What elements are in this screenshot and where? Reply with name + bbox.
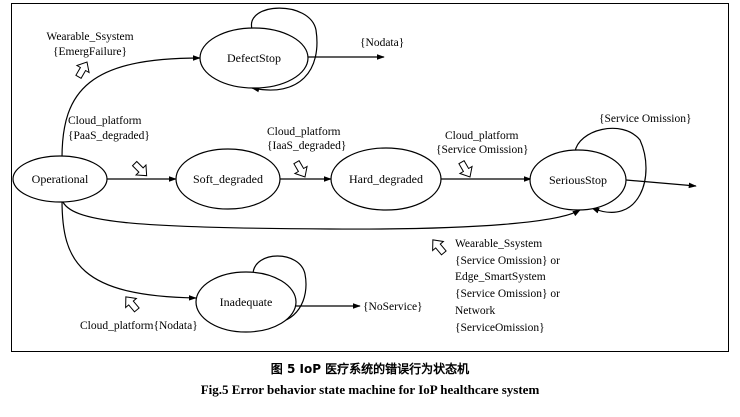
event-arrow-hard	[289, 158, 312, 181]
edge-operational-defectstop	[61, 55, 201, 159]
state-hard-degraded-label: Hard_degraded	[349, 172, 423, 186]
label-to-defect-2: {EmergFailure}	[53, 46, 127, 58]
label-direct-2: {Service Omission} or	[455, 255, 560, 267]
state-defectstop-label: DefectStop	[227, 51, 281, 65]
loop-seriousstop	[574, 127, 647, 214]
state-defectstop: DefectStop	[199, 27, 309, 89]
label-to-serious-1: Cloud_platform	[445, 130, 519, 142]
label-to-hard-2: {IaaS_degraded}	[267, 140, 346, 152]
label-to-hard-1: Cloud_platform	[267, 126, 341, 138]
loop-inadequate	[252, 255, 307, 327]
label-direct-4: {Service Omission} or	[455, 288, 560, 300]
edge-operational-inadequate	[61, 199, 197, 301]
state-inadequate: Inadequate	[195, 271, 297, 333]
output-defectstop: {Nodata}	[360, 37, 404, 49]
event-arrow-inadequate	[119, 291, 143, 315]
label-to-inadequate: Cloud_platform{Nodata}	[80, 320, 198, 332]
state-inadequate-label: Inadequate	[220, 295, 273, 309]
event-arrow-defect	[71, 58, 94, 81]
state-operational: Operational	[12, 155, 108, 203]
state-soft-degraded: Soft_degraded	[175, 148, 281, 210]
state-seriousstop-label: SeriousStop	[549, 173, 607, 187]
label-to-serious-2: {Service Omission}	[436, 144, 529, 156]
label-to-soft-1: Cloud_platform	[68, 115, 142, 127]
event-arrow-direct	[426, 234, 450, 258]
output-seriousstop-loop: {Service Omission}	[599, 113, 692, 125]
label-direct-6: {ServiceOmission}	[455, 322, 545, 334]
state-seriousstop: SeriousStop	[529, 149, 627, 211]
label-to-defect-1: Wearable_Ssystem	[46, 31, 133, 43]
state-soft-degraded-label: Soft_degraded	[193, 172, 263, 186]
event-arrow-soft	[129, 158, 153, 182]
figure-frame	[11, 3, 729, 352]
edge-serious-output	[625, 179, 697, 189]
label-direct-3: Edge_SmartSystem	[455, 271, 546, 283]
label-direct-1: Wearable_Ssystem	[455, 238, 542, 250]
state-hard-degraded: Hard_degraded	[330, 147, 442, 211]
event-arrow-serious	[454, 158, 477, 181]
edge-operational-serious	[61, 199, 581, 230]
state-operational-label: Operational	[32, 172, 89, 186]
label-to-soft-2: {PaaS_degraded}	[68, 130, 150, 142]
caption-chinese: 图 5 IoP 医疗系统的错误行为状态机	[270, 362, 470, 376]
output-inadequate: {NoService}	[363, 301, 423, 313]
label-direct-5: Network	[455, 305, 495, 317]
loop-defectstop	[251, 7, 318, 93]
caption-english: Fig.5 Error behavior state machine for I…	[200, 382, 540, 397]
